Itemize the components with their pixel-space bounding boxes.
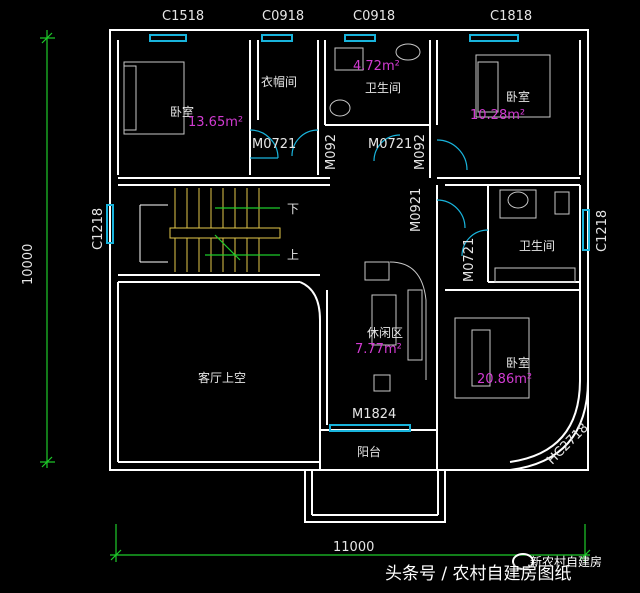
door-label-m092-b: M092: [413, 133, 428, 170]
room-name-bedroom-se: 卧室: [506, 356, 531, 370]
window-label-c1518: C1518: [162, 9, 205, 24]
furniture: [123, 43, 576, 399]
dimension-height: 10000: [21, 243, 36, 285]
room-name-lounge: 休闲区: [367, 326, 404, 340]
room-name-living-void: 客厅上空: [198, 371, 247, 385]
room-name-closet: 衣帽间: [261, 75, 298, 89]
window-label-c1218-left: C1218: [91, 207, 106, 250]
door-label-m0721-b: M0721: [368, 137, 413, 152]
window-label-c1218-right: C1218: [595, 209, 610, 252]
window-label-c1818: C1818: [490, 9, 533, 24]
dimension-width: 11000: [333, 540, 375, 555]
watermark-logo: [512, 553, 534, 570]
watermark-badge: 新农村自建房: [530, 555, 603, 569]
window-label-c0918-a: C0918: [262, 9, 305, 24]
stair-label-down: 下: [287, 202, 300, 216]
door-label-m0721-c: M0721: [462, 237, 477, 282]
windows: [106, 34, 590, 432]
walls: [109, 29, 589, 523]
room-area-bedroom-ne: 10.28m²: [470, 108, 526, 123]
room-name-balcony: 阳台: [357, 445, 382, 459]
room-name-bedroom-nw: 卧室: [170, 105, 195, 119]
dimension-lines: [40, 30, 591, 562]
room-area-bath-top: 4.72m²: [353, 59, 400, 74]
stair-label-up: 上: [287, 248, 300, 262]
room-name-bath-east: 卫生间: [519, 239, 556, 253]
window-label-c0918-b: C0918: [353, 9, 396, 24]
stair-arrows: [205, 207, 280, 261]
room-name-bedroom-ne: 卧室: [506, 90, 531, 104]
room-area-lounge: 7.77m²: [355, 342, 402, 357]
stair-treads: [169, 188, 281, 272]
door-label-m092-a: M092: [324, 133, 339, 170]
door-label-m0721-a: M0721: [252, 137, 297, 152]
door-label-m1824: M1824: [352, 407, 397, 422]
room-name-bath-top: 卫生间: [365, 81, 402, 95]
watermark-text: 头条号 / 农村自建房图纸: [385, 564, 572, 584]
room-area-bedroom-se: 20.86m²: [477, 372, 533, 387]
room-area-bedroom-nw: 13.65m²: [188, 115, 244, 130]
stair-rail: [139, 204, 168, 263]
door-swings: [249, 129, 489, 257]
door-label-m0921: M0921: [409, 187, 424, 232]
